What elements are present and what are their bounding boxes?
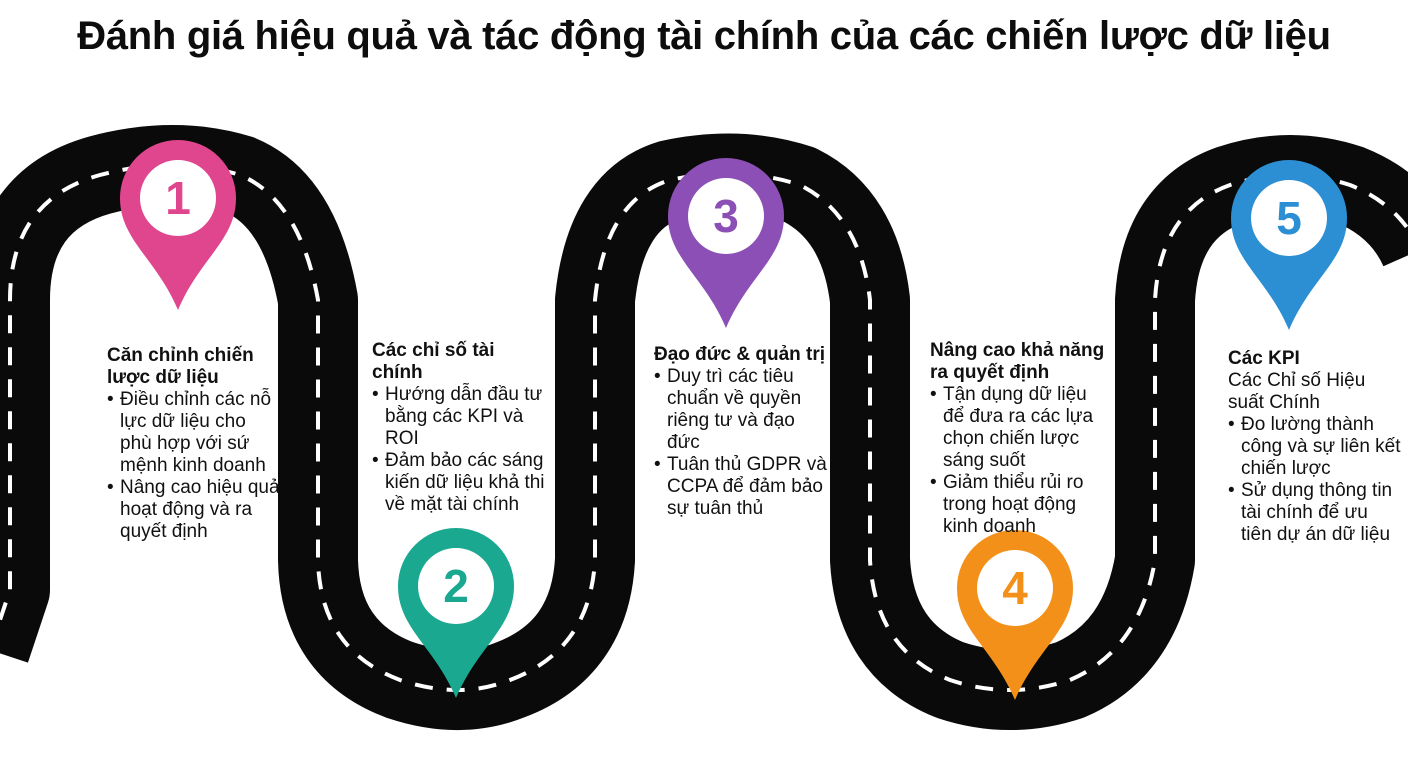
step-bullet: Tận dụng dữ liệu để đưa ra các lựa chọn … (930, 384, 1105, 472)
step-bullet: Sử dụng thông tin tài chính để ưu tiên d… (1228, 480, 1403, 546)
location-pin-icon (668, 158, 784, 328)
step-3-description: Đạo đức & quản trị Duy trì các tiêu chuẩ… (654, 344, 829, 520)
page-title: Đánh giá hiệu quả và tác động tài chính … (77, 14, 1331, 58)
step-4-description: Nâng cao khả năng ra quyết định Tận dụng… (930, 340, 1105, 538)
step-number: 5 (1276, 192, 1302, 244)
step-heading: Đạo đức & quản trị (654, 344, 826, 365)
step-bullet: Đo lường thành công và sự liên kết chiến… (1228, 414, 1403, 480)
location-pin-icon (957, 530, 1073, 700)
map-pin-2: 2 (398, 528, 514, 700)
step-subtitle: Các Chỉ số Hiệu suất Chính (1228, 370, 1366, 413)
step-bullet: Giảm thiểu rủi ro trong hoạt động kinh d… (930, 472, 1105, 538)
step-bullet: Duy trì các tiêu chuẩn về quyền riêng tư… (654, 366, 829, 454)
map-pin-5: 5 (1231, 160, 1347, 332)
step-heading: Các chỉ số tài chính (372, 340, 495, 383)
step-bullet: Nâng cao hiệu quả hoạt động và ra quyết … (107, 477, 282, 543)
step-bullet: Điều chỉnh các nỗ lực dữ liệu cho phù hợ… (107, 389, 282, 477)
step-heading: Các KPI (1228, 348, 1300, 369)
step-heading: Nâng cao khả năng ra quyết định (930, 340, 1105, 383)
location-pin-icon (398, 528, 514, 698)
step-bullet: Đảm bảo các sáng kiến dữ liệu khả thi về… (372, 450, 547, 516)
map-pin-1: 1 (120, 140, 236, 312)
step-1-description: Căn chỉnh chiến lược dữ liệu Điều chỉnh … (107, 345, 282, 543)
map-pin-4: 4 (957, 530, 1073, 702)
location-pin-icon (120, 140, 236, 310)
step-number: 2 (443, 560, 469, 612)
step-number: 1 (165, 172, 191, 224)
step-bullet: Tuân thủ GDPR và CCPA để đảm bảo sự tuân… (654, 454, 829, 520)
step-bullet: Hướng dẫn đầu tư bằng các KPI và ROI (372, 384, 547, 450)
step-number: 4 (1002, 562, 1028, 614)
step-number: 3 (713, 190, 739, 242)
location-pin-icon (1231, 160, 1347, 330)
step-heading: Căn chỉnh chiến lược dữ liệu (107, 345, 254, 388)
step-5-description: Các KPI Các Chỉ số Hiệu suất Chính Đo lư… (1228, 348, 1403, 546)
step-2-description: Các chỉ số tài chính Hướng dẫn đầu tư bằ… (372, 340, 547, 516)
map-pin-3: 3 (668, 158, 784, 330)
